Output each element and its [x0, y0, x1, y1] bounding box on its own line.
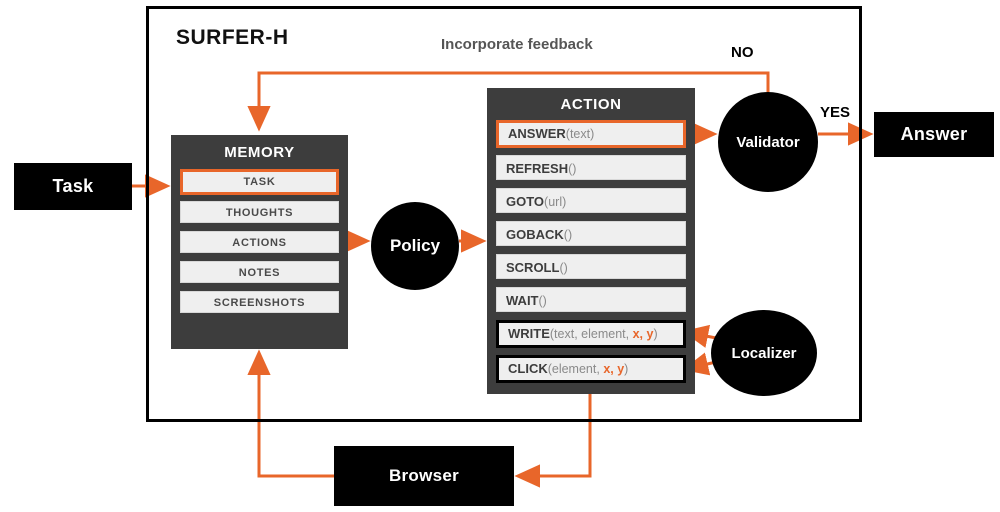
- policy-node[interactable]: Policy: [371, 202, 459, 290]
- answer-node[interactable]: Answer: [874, 112, 994, 157]
- action-slot-args: (): [563, 228, 573, 242]
- action-slot[interactable]: ANSWER(text): [496, 120, 686, 148]
- memory-panel-title: MEMORY: [224, 144, 295, 161]
- task-node[interactable]: Task: [14, 163, 132, 210]
- memory-panel: MEMORY TASK THOUGHTS ACTIONS NOTES SCREENSHO…: [171, 135, 348, 349]
- action-slot-name: WAIT: [506, 293, 539, 308]
- no-edge-label: NO: [731, 44, 754, 61]
- browser-node[interactable]: Browser: [334, 446, 514, 506]
- memory-slot[interactable]: ACTIONS: [180, 231, 339, 253]
- action-slot-args: (text, element,: [549, 327, 633, 341]
- action-slot-args: (): [568, 162, 577, 176]
- page-title: SURFER-H: [176, 26, 289, 49]
- action-slot-args: (element,: [547, 362, 604, 376]
- action-slot-name: GOTO: [506, 194, 545, 209]
- action-slot[interactable]: SCROLL(): [496, 254, 686, 279]
- action-slot-args: (): [538, 294, 547, 308]
- system-boundary-frame: [146, 6, 862, 422]
- action-slot-args: (text): [565, 127, 595, 141]
- action-panel: ACTION ANSWER(text)REFRESH()GOTO(url)GOB…: [487, 88, 695, 394]
- action-slot-coords: x, y: [603, 362, 625, 376]
- action-slot-name: CLICK: [508, 361, 548, 376]
- memory-slot-list: TASK THOUGHTS ACTIONS NOTES SCREENSHOTS: [180, 169, 339, 313]
- action-slot-close-paren: ): [624, 362, 629, 376]
- action-slot-list: ANSWER(text)REFRESH()GOTO(url)GOBACK()SC…: [496, 120, 686, 383]
- action-slot[interactable]: CLICK(element, x, y): [496, 355, 686, 383]
- memory-slot[interactable]: NOTES: [180, 261, 339, 283]
- action-slot-name: SCROLL: [506, 260, 560, 275]
- action-slot-name: GOBACK: [506, 227, 564, 242]
- action-slot-name: ANSWER: [508, 126, 566, 141]
- feedback-edge-label: Incorporate feedback: [441, 36, 593, 53]
- action-slot[interactable]: WAIT(): [496, 287, 686, 312]
- action-slot[interactable]: GOTO(url): [496, 188, 686, 213]
- action-slot-name: REFRESH: [506, 161, 569, 176]
- action-slot[interactable]: WRITE(text, element, x, y): [496, 320, 686, 348]
- action-panel-title: ACTION: [560, 96, 622, 113]
- memory-slot[interactable]: THOUGHTS: [180, 201, 339, 223]
- action-slot-close-paren: ): [653, 327, 658, 341]
- action-slot[interactable]: REFRESH(): [496, 155, 686, 180]
- action-slot-args: (): [559, 261, 568, 275]
- action-slot-args: (url): [544, 195, 567, 209]
- action-slot-coords: x, y: [632, 327, 654, 341]
- memory-slot[interactable]: SCREENSHOTS: [180, 291, 339, 313]
- localizer-node[interactable]: Localizer: [711, 310, 817, 396]
- action-slot-name: WRITE: [508, 326, 550, 341]
- action-slot[interactable]: GOBACK(): [496, 221, 686, 246]
- yes-edge-label: YES: [820, 104, 851, 121]
- memory-slot[interactable]: TASK: [180, 169, 339, 195]
- validator-node[interactable]: Validator: [718, 92, 818, 192]
